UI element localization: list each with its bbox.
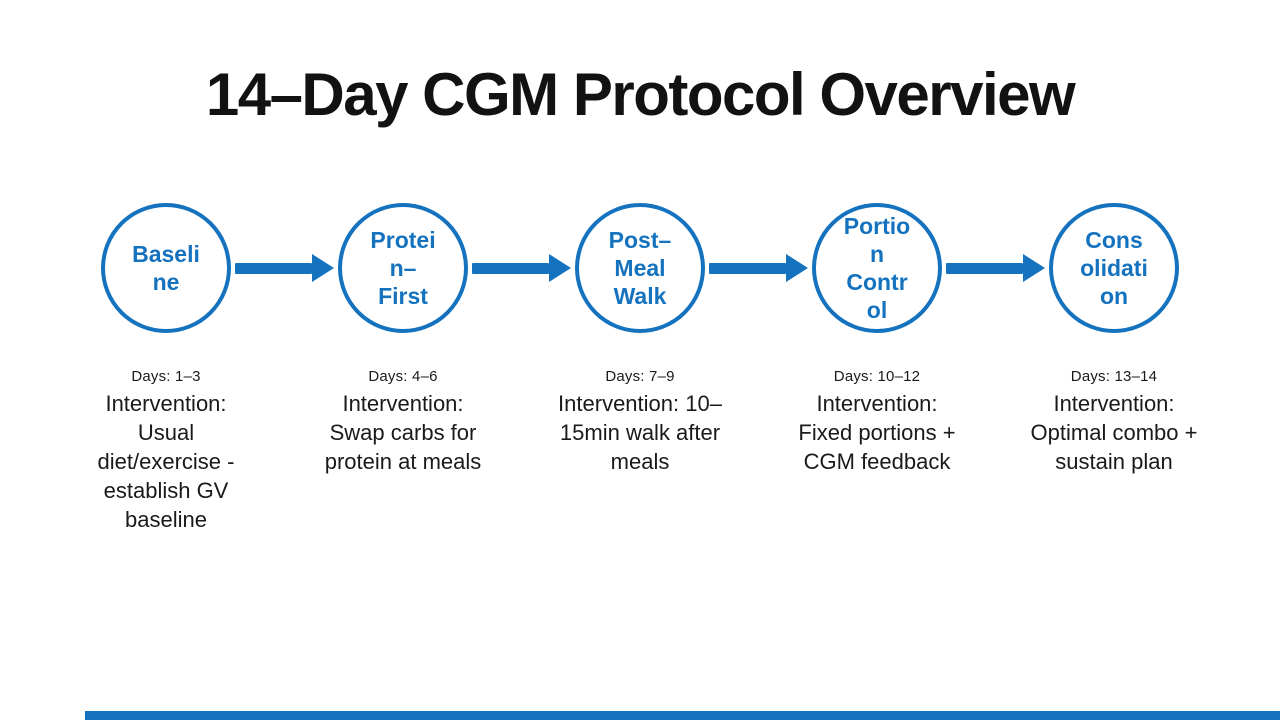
stage-intervention: Intervention: Optimal combo + sustain pl… (1030, 391, 1198, 474)
accent-bar (85, 711, 1280, 720)
stage-circle-consolidation: Cons olidati on (1049, 203, 1179, 333)
stage-intervention: Intervention: Usual diet/exercise - esta… (97, 391, 235, 532)
stage-circle-baseline: Baseli ne (101, 203, 231, 333)
stage-circle-post-meal-walk: Post– Meal Walk (575, 203, 705, 333)
stage-caption-consolidation: Days: 13–14 Intervention: Optimal combo … (996, 366, 1232, 476)
arrow-right-icon (235, 254, 334, 282)
stage-caption-portion-control: Days: 10–12 Intervention: Fixed portions… (759, 366, 995, 476)
stage-days: Days: 13–14 (1070, 368, 1158, 385)
stage-caption-baseline: Days: 1–3 Intervention: Usual diet/exerc… (48, 366, 284, 534)
stage-days: Days: 10–12 (833, 368, 921, 385)
arrow-shaft (946, 262, 1023, 274)
stage-circle-portion-control: Portio n Contr ol (812, 203, 942, 333)
arrow-shaft (472, 262, 549, 274)
arrow-shaft (235, 262, 312, 274)
stage-label: Post– Meal Walk (608, 227, 672, 309)
arrow-shaft (709, 262, 786, 274)
stage-intervention: Intervention: Fixed portions + CGM feedb… (798, 391, 956, 474)
stage-days: Days: 4–6 (368, 368, 438, 385)
stage-label: Portio n Contr ol (843, 213, 911, 323)
arrow-right-icon (946, 254, 1045, 282)
arrow-right-icon (709, 254, 808, 282)
stage-intervention: Intervention: Swap carbs for protein at … (324, 391, 482, 474)
arrow-head (1023, 254, 1045, 282)
arrow-head (786, 254, 808, 282)
arrow-right-icon (472, 254, 571, 282)
stage-label: Baseli ne (132, 241, 200, 295)
stage-caption-post-meal-walk: Days: 7–9 Intervention: 10– 15min walk a… (522, 366, 758, 476)
stage-label: Cons olidati on (1080, 227, 1148, 309)
stage-days: Days: 1–3 (131, 368, 201, 385)
stage-days: Days: 7–9 (605, 368, 675, 385)
stage-label: Protei n– First (370, 227, 436, 309)
stage-circle-protein-first: Protei n– First (338, 203, 468, 333)
arrow-head (549, 254, 571, 282)
stage-intervention: Intervention: 10– 15min walk after meals (558, 391, 722, 474)
stage-caption-protein-first: Days: 4–6 Intervention: Swap carbs for p… (285, 366, 521, 476)
arrow-head (312, 254, 334, 282)
slide-title: 14–Day CGM Protocol Overview (205, 61, 1076, 128)
